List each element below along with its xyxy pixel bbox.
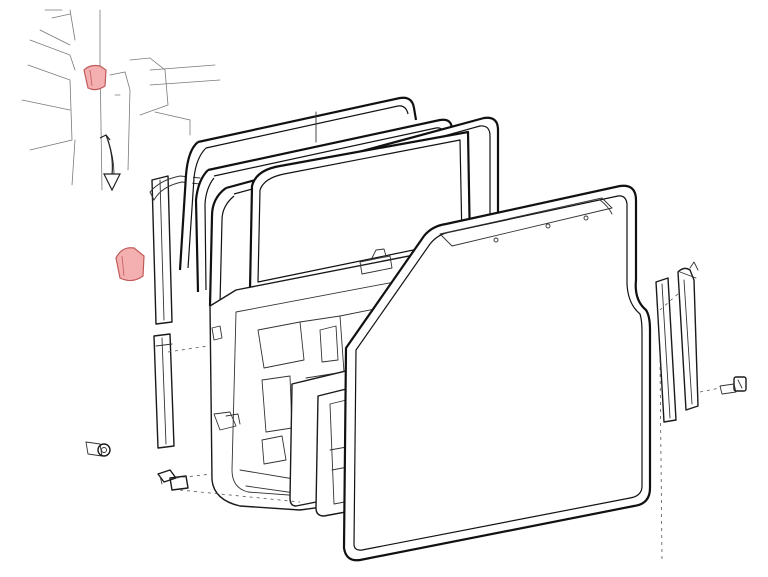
door-wire bbox=[149, 175, 201, 201]
clip-upper bbox=[83, 64, 107, 91]
install-arrow-icon bbox=[99, 134, 121, 192]
glass-run-channel bbox=[151, 175, 175, 449]
rear-channel-seals bbox=[655, 261, 699, 423]
door-outer-weatherstrip bbox=[178, 96, 418, 271]
screw-right bbox=[719, 376, 747, 395]
body-opening-seal bbox=[342, 184, 652, 562]
vehicle-body-sketch bbox=[21, 9, 221, 191]
clip-lower bbox=[115, 247, 145, 282]
screw-left bbox=[85, 441, 111, 457]
assembly-guide-lines bbox=[167, 291, 721, 561]
bottom-clip bbox=[157, 469, 189, 491]
